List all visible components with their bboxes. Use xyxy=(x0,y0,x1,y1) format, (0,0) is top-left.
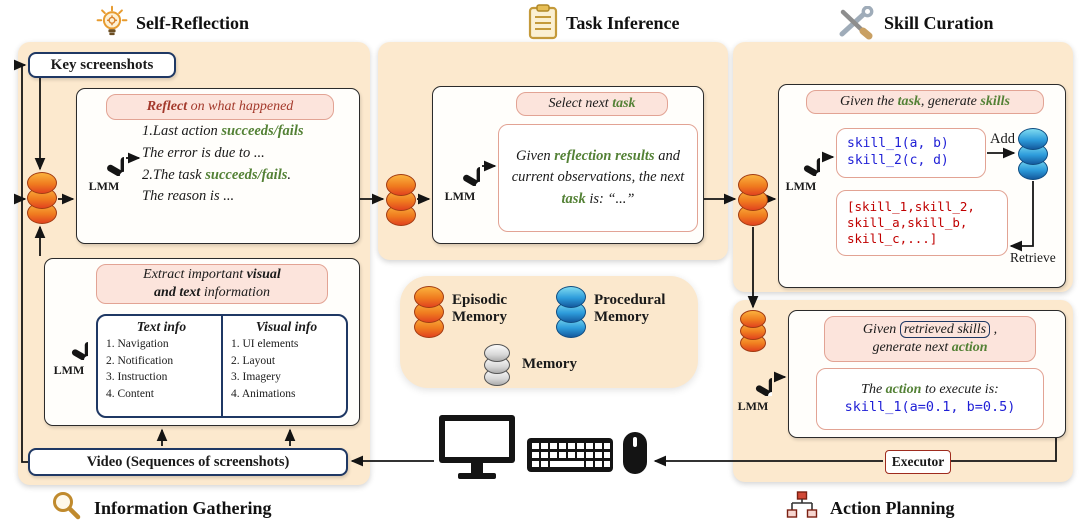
information-gathering-lmm: LMM xyxy=(50,322,88,378)
procedural-memory-icon xyxy=(1018,128,1048,180)
add-label: Add xyxy=(990,131,1015,147)
retrieved-skills-term: retrieved skills xyxy=(899,320,991,338)
visual-info-item: 4. Animations xyxy=(231,388,296,401)
generated-skills-bubble: skill_1(a, b) skill_2(c, d) xyxy=(836,128,986,178)
task-inference-lmm: LMM xyxy=(440,146,480,204)
skill-list-line: skill_a,skill_b, xyxy=(847,214,968,230)
action-planning-lmm: LMM xyxy=(734,358,772,414)
skill-list-line: [skill_1,skill_2, xyxy=(847,198,975,214)
skill-list-line: skill_c,...] xyxy=(847,231,938,247)
episodic-memory-legend-icon xyxy=(414,286,444,338)
select-task-bubble: Select next task xyxy=(516,92,668,116)
text-info-title: Text info xyxy=(136,319,187,334)
reflection-line-1: 1.Last action succeeds/fails xyxy=(142,123,304,139)
mouse-icon xyxy=(622,431,648,480)
episodic-memory-icon xyxy=(740,310,766,352)
action-code-line: skill_1(a=0.1, b=0.5) xyxy=(844,399,1016,416)
extract-bubble: Extract important visual and text inform… xyxy=(96,264,328,304)
episodic-memory-icon xyxy=(738,174,768,226)
memory-label: Memory xyxy=(522,356,577,372)
lmm-logo-icon xyxy=(50,322,88,360)
lmm-label: LMM xyxy=(53,363,85,377)
skill-curation-icon xyxy=(836,5,874,45)
task-body-bubble: Given reflection results and current obs… xyxy=(498,124,698,232)
procedural-memory-legend-icon xyxy=(556,286,586,338)
memory-legend-icon xyxy=(484,344,510,386)
retrieve-label: Retrieve xyxy=(1010,250,1056,265)
skill-code-line: skill_1(a, b) xyxy=(847,136,949,152)
generate-action-bubble: Given retrieved skills , generate next a… xyxy=(824,316,1036,362)
information-gathering-title: Information Gathering xyxy=(94,498,272,518)
visual-info-column: Visual info 1. UI elements 2. Layout 3. … xyxy=(221,316,346,416)
retrieved-skill-list-bubble: [skill_1,skill_2, skill_a,skill_b, skill… xyxy=(836,190,1008,256)
memory-legend-background xyxy=(400,276,698,388)
executor-box: Executor xyxy=(885,450,951,474)
text-info-item: 3. Instruction xyxy=(106,371,168,384)
self-reflection-icon xyxy=(94,5,130,46)
reflection-line-3: 2.The task succeeds/fails. xyxy=(142,166,292,183)
reflection-lmm: LMM xyxy=(84,136,124,194)
reflect-bubble: Reflect on what happened xyxy=(106,94,334,120)
lmm-logo-icon xyxy=(734,358,772,396)
self-reflection-title: Self-Reflection xyxy=(136,13,249,33)
lmm-logo-icon xyxy=(782,138,820,176)
action-planning-icon xyxy=(786,490,818,527)
text-info-column: Text info 1. Navigation 2. Notification … xyxy=(98,316,221,416)
visual-info-item: 3. Imagery xyxy=(231,371,281,384)
info-columns-box: Text info 1. Navigation 2. Notification … xyxy=(96,314,348,418)
reflection-line-4: The reason is ... xyxy=(142,188,235,205)
keyboard-icon xyxy=(526,437,614,478)
key-screenshots-box: Key screenshots xyxy=(28,52,176,78)
action-body-bubble: The action to execute is: skill_1(a=0.1,… xyxy=(816,368,1044,430)
lmm-logo-icon xyxy=(84,136,124,176)
lmm-label: LMM xyxy=(444,189,476,203)
skill-code-line: skill_2(c, d) xyxy=(847,153,949,168)
lmm-label: LMM xyxy=(737,399,769,413)
task-inference-icon xyxy=(526,4,560,45)
lmm-label: LMM xyxy=(88,179,120,193)
lmm-logo-icon xyxy=(440,146,480,186)
generate-skills-bubble: Given the task, generate skills xyxy=(806,90,1044,114)
text-info-item: 2. Notification xyxy=(106,354,174,367)
action-planning-title: Action Planning xyxy=(830,498,955,518)
episodic-memory-icon xyxy=(27,172,57,224)
reflection-output-text: 1.Last action succeeds/fails The error i… xyxy=(142,121,358,208)
task-inference-title: Task Inference xyxy=(566,13,680,33)
skill-curation-title: Skill Curation xyxy=(884,13,994,33)
information-gathering-icon xyxy=(50,490,82,527)
episodic-memory-icon xyxy=(386,174,416,226)
monitor-icon xyxy=(438,414,516,487)
visual-info-item: 1. UI elements xyxy=(231,338,299,350)
skill-curation-lmm: LMM xyxy=(782,138,820,194)
visual-info-item: 2. Layout xyxy=(231,354,276,367)
video-box: Video (Sequences of screenshots) xyxy=(28,448,348,476)
text-info-item: 1. Navigation xyxy=(106,338,169,350)
text-info-item: 4. Content xyxy=(106,388,154,401)
lmm-label: LMM xyxy=(785,179,817,193)
visual-info-title: Visual info xyxy=(255,319,318,334)
reflection-line-2: The error is due to ... xyxy=(142,144,265,161)
